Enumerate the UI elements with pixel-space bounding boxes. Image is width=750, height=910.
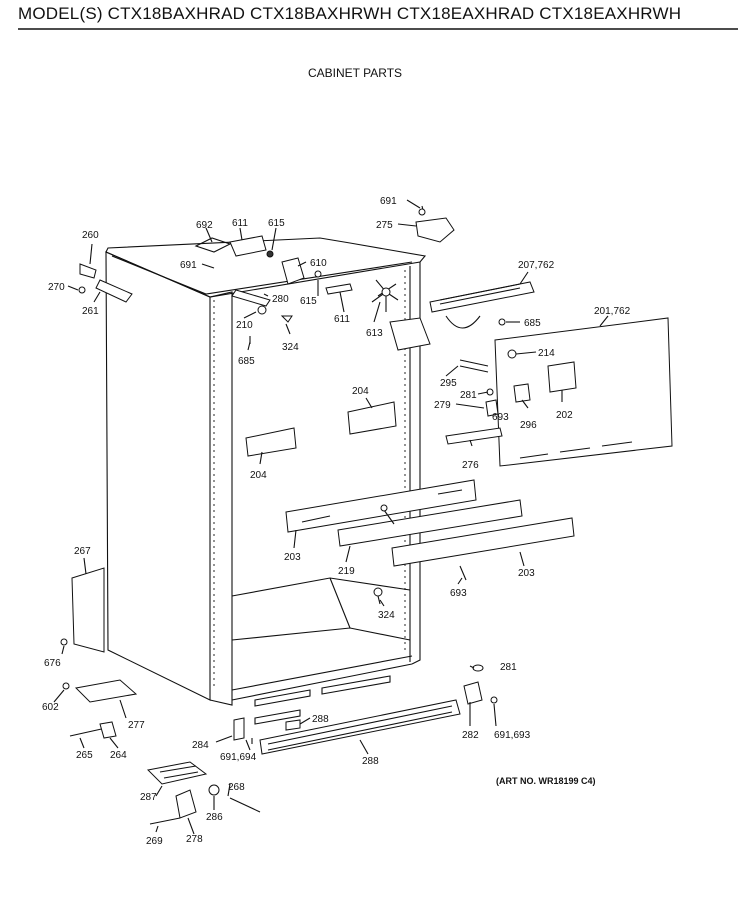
callout-label: 204 [352,386,369,397]
callout-label: 286 [206,812,223,823]
callout-labels: 691 275 692 611 615 691 610 280 615 611 … [42,196,631,847]
callout-label: 610 [310,258,327,269]
callout-label: 611 [232,218,248,229]
section-title: CABINET PARTS [308,66,403,80]
callout-label: 676 [44,658,61,669]
callout-label: 278 [186,834,203,845]
bottom-small-parts [146,761,261,825]
callout-label: 613 [366,328,383,339]
top-parts [78,205,455,344]
callout-label: 296 [520,420,537,431]
callout-label: 282 [462,730,479,741]
callout-label: 264 [110,750,127,761]
callout-label: 270 [48,282,65,293]
callout-label: 269 [146,836,163,847]
callout-label: 280 [272,294,289,305]
callout-label: 691 [180,260,197,271]
callout-label: 281 [500,662,517,673]
callout-label: 214 [538,348,555,359]
callout-label: 277 [128,720,145,731]
callout-label: 324 [378,610,395,621]
callout-label: 288 [362,756,379,767]
callout-label: 276 [462,460,479,471]
callout-label: 202 [556,410,573,421]
callout-label: 615 [300,296,317,307]
rails-and-brackets [245,401,575,605]
callout-label: 295 [440,378,457,389]
callout-label: 203 [518,568,535,579]
callout-label: 692 [196,220,213,231]
callout-label: 261 [82,306,99,317]
callout-label: 685 [524,318,541,329]
callout-label: 685 [238,356,255,367]
callout-label: 207,762 [518,260,555,271]
callout-label: 265 [76,750,93,761]
callout-label: 279 [434,400,451,411]
callout-label: 288 [312,714,329,725]
callout-label: 281 [460,390,477,401]
model-header: MODEL(S) CTX18BAXHRAD CTX18BAXHRWH CTX18… [18,4,682,23]
callout-label: 219 [338,566,355,577]
leader-lines [53,199,609,835]
callout-label: 691 [380,196,397,207]
callout-label: 693 [450,588,467,599]
callout-label: 611 [334,314,350,325]
callout-label: 691,694 [220,752,257,763]
callout-label: 268 [228,782,245,793]
callout-label: 201,762 [594,306,631,317]
callout-label: 324 [282,342,299,353]
callout-label: 275 [376,220,393,231]
callout-label: 691,693 [494,730,531,741]
control-assembly [389,281,673,467]
callout-label: 267 [74,546,91,557]
callout-label: 287 [140,792,157,803]
callout-label: 615 [268,218,285,229]
callout-label: 203 [284,552,301,563]
callout-label: 602 [42,702,59,713]
callout-label: 693 [492,412,509,423]
callout-label: 284 [192,740,209,751]
callout-label: 210 [236,320,253,331]
lower-left-parts [60,567,461,755]
cabinet-shell [105,237,427,725]
callout-label: 204 [250,470,267,481]
art-number: (ART NO. WR18199 C4) [496,776,596,786]
callout-label: 260 [82,230,99,241]
lower-right-parts [463,664,498,705]
